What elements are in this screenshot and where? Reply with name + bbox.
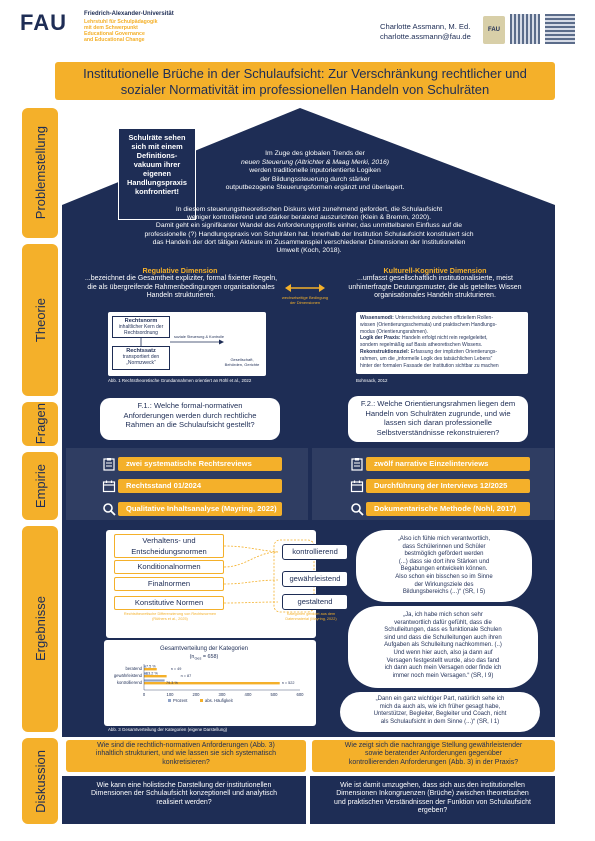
chart-legend-swatch-percent	[168, 699, 171, 702]
legal-clause-box: Rechtssatz transportiert den „Normzweck“	[112, 346, 170, 370]
theory-left-title: Regulative Dimension	[142, 266, 218, 275]
chart-bar-percent	[144, 665, 146, 668]
discussion-question-2: Wie zeigt sich die nachrangige Stellung …	[312, 740, 555, 772]
interview-quote-1: „Also ich fühle mich verantwortlich, das…	[356, 530, 532, 602]
problem-roof-text: Im Zuge des globalen Trends der neuen St…	[225, 150, 405, 191]
empirics-right-3: Dokumentarische Methode (Nohl, 2017)	[366, 502, 530, 516]
interview-quote-3: „Dann ein ganz wichtiger Part, natürlich…	[340, 692, 540, 732]
chart-percent-label: 13.2 %	[146, 672, 158, 676]
chart-x-tick-label: 300	[219, 692, 227, 697]
chart-x-tick-label: 100	[167, 692, 175, 697]
empirics-left-2: Rechtsstand 01/2024	[118, 479, 282, 493]
chart-x-tick-label: 600	[297, 692, 305, 697]
theory-middle-note: wechselseitige Bedingung der Dimensionen	[281, 295, 329, 305]
chart-x-tick-label: 0	[143, 692, 146, 697]
chart-legend-label: abs. Häufigkeit	[205, 698, 234, 703]
clipboard-icon	[103, 458, 115, 471]
category-distribution-chart: Gesamtverteilung der Kategorien (nGes = …	[104, 640, 316, 726]
empirics-right-1: zwölf narrative Einzelinterviews	[366, 457, 530, 471]
category-controlling: kontrollierend	[282, 544, 348, 560]
discussion-question-3: Wie kann eine holistische Darstellung de…	[62, 776, 306, 824]
norm-behavior: Verhaltens- und Entscheidungsnormen	[114, 534, 224, 558]
norm-constitutive: Konstitutive Normen	[114, 596, 224, 610]
legal-norm-box: Rechtsnorm inhaltlicher Kern der Rechtso…	[112, 316, 170, 338]
poster-title: Institutionelle Brüche in der Schulaufsi…	[55, 62, 555, 100]
empirics-right-2: Durchführung der Interviews 12/2025	[366, 479, 530, 493]
chart-x-tick-label: 500	[271, 692, 279, 697]
chart-percent-label: 7.5 %	[146, 665, 156, 669]
chart-bar-percent	[144, 679, 165, 682]
chart-bar-count	[144, 675, 167, 678]
discussion-question-4: Wie ist damit umzugehen, dass sich aus d…	[310, 776, 555, 824]
chart-x-tick-label: 400	[245, 692, 253, 697]
norm-note: Rechtstheoretische Differenzierung von R…	[123, 612, 217, 621]
calendar-icon	[350, 480, 364, 493]
norm-final: Finalnormen	[114, 577, 224, 591]
chart-count-label: n = 87	[181, 674, 192, 678]
chart-legend-swatch-count	[200, 699, 203, 702]
fau-logo: FAU	[20, 10, 67, 35]
diagram-arrows	[140, 338, 224, 346]
diagram-arrow-label: soziale Steuerung & Kontrolle	[174, 335, 225, 339]
section-label-problem: Problemstellung	[22, 108, 58, 238]
clipboard-icon	[351, 458, 363, 471]
category-development-figure: Verhaltens- und Entscheidungsnormen Kond…	[106, 530, 348, 638]
chart-bar-count	[144, 682, 280, 685]
diagram-target-label: Gesellschaft, Behörden, Gerichte	[224, 357, 260, 367]
chart-percent-label: 79.3 %	[166, 681, 178, 685]
chart-title: Gesamtverteilung der Kategorien	[160, 646, 248, 652]
section-label-discussion: Diskussion	[22, 738, 58, 824]
documentary-method-box: Wissensmodi: Unterscheidung zwischen off…	[356, 312, 528, 374]
section-label-empirics: Empirie	[22, 452, 58, 520]
calendar-icon	[102, 480, 116, 493]
legal-norm-diagram: Rechtsnorm inhaltlicher Kern der Rechtso…	[108, 312, 266, 376]
chart-bar-percent	[144, 672, 148, 675]
chart-category-label: beratend	[125, 666, 142, 671]
norm-conditional: Konditionalnormen	[114, 560, 224, 574]
section-label-questions: Fragen	[22, 402, 58, 446]
magnifier-icon	[351, 503, 364, 516]
chart-bar-count	[144, 668, 157, 671]
chart-count-label: n = 49	[171, 667, 182, 671]
section-label-results: Ergebnisse	[22, 526, 58, 732]
double-arrow-icon	[285, 284, 325, 292]
fau-badge: FAU	[483, 16, 505, 44]
chart-legend-label: Prozent	[173, 698, 188, 703]
theory-left-text: ...bezeichnet die Gesamtheit expliziter,…	[84, 275, 278, 299]
qr-code-icon[interactable]	[510, 14, 540, 44]
chart-category-label: kontrollierend	[117, 680, 143, 685]
bohnsack-caption: Bohnsack, 2012	[356, 378, 388, 383]
interview-quote-2: „Ja, ich habe mich schon sehr verantwort…	[348, 606, 538, 688]
theory-right-text: ...umfasst gesellschaftlich institutiona…	[348, 275, 522, 299]
problem-body-text: In diesem steuerungstheoretischen Diskur…	[144, 206, 474, 255]
research-question-1: F.1.: Welche formal-normativen Anforderu…	[100, 398, 280, 440]
figure-3-caption: Abb. 3 Gesamtverteilung der Kategorien (…	[108, 727, 228, 732]
figure-2-caption: Abb. 2 Entwicklung der Auswertungskatego…	[108, 633, 241, 638]
empirics-left-1: zwei systematische Rechtsreviews	[118, 457, 282, 471]
section-label-theory: Theorie	[22, 244, 58, 396]
header: FAU Friedrich-Alexander-Universität Lehr…	[0, 0, 595, 62]
chart-subtitle: (nGes = 658)	[190, 654, 219, 661]
magnifier-icon	[103, 503, 116, 516]
problem-quote-box: Schulräte sehen sich mit einem Definitio…	[118, 128, 196, 220]
author-name: Charlotte Assmann, M. Ed.	[380, 22, 471, 31]
university-name: Friedrich-Alexander-Universität	[84, 11, 174, 17]
chart-x-tick-label: 200	[193, 692, 201, 697]
category-shaping: gestaltend	[282, 594, 348, 610]
category-note: Kategorien gebildet aus dem Datenmateria…	[285, 612, 337, 621]
chart-svg: Gesamtverteilung der Kategorien (nGes = …	[114, 646, 305, 703]
theory-right-title: Kulturell-Kognitive Dimension	[383, 266, 487, 275]
discussion-question-1: Wie sind die rechtlich-normativen Anford…	[66, 740, 306, 772]
chart-count-label: n = 522	[282, 681, 295, 685]
qr-code-icon[interactable]	[545, 14, 575, 44]
chart-category-label: gewährleistend	[114, 673, 143, 678]
figure-1-caption: Abb. 1 Rechtstheoretische Grundannahmen …	[108, 378, 252, 383]
author-email[interactable]: charlotte.assmann@fau.de	[380, 32, 471, 41]
empirics-left-3: Qualitative Inhaltsanalyse (Mayring, 202…	[118, 502, 282, 516]
research-question-2: F.2.: Welche Orientierungsrahmen liegen …	[348, 396, 528, 442]
category-ensuring: gewährleistend	[282, 571, 348, 587]
chair-name: Lehrstuhl für Schulpädagogik mit dem Sch…	[84, 19, 158, 43]
